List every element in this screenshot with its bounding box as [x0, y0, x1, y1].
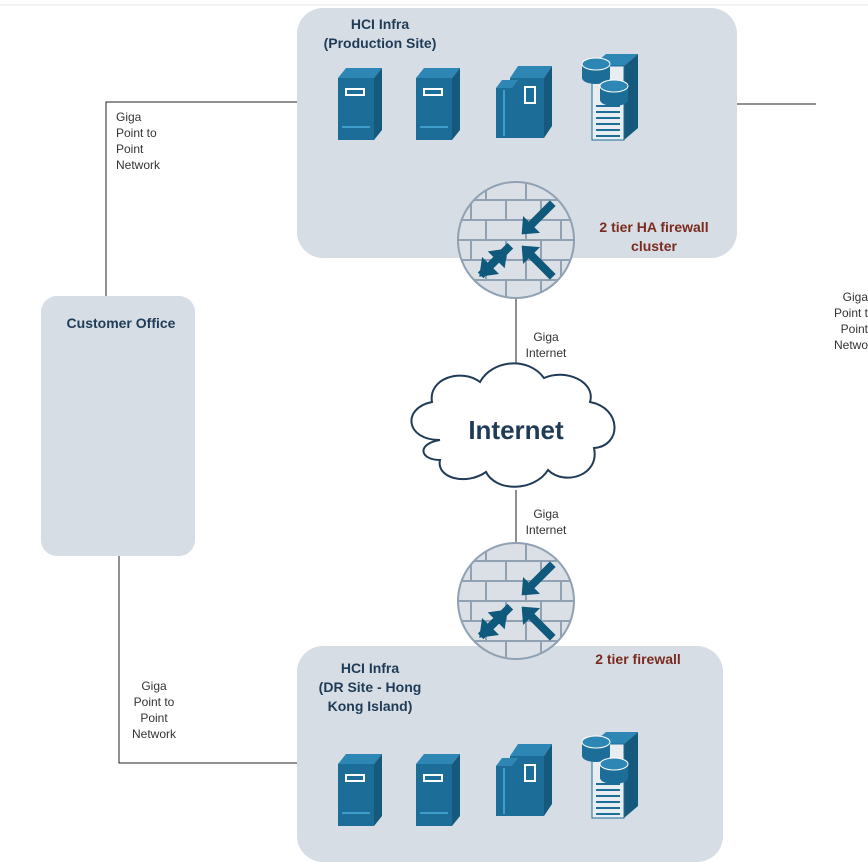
- bottom-link-label-line2: Internet: [526, 523, 567, 537]
- right-line2: Point t: [834, 306, 868, 320]
- left-top-line4: Network: [116, 158, 161, 172]
- customer-office-title: Customer Office: [67, 315, 176, 331]
- production-site: HCI Infra (Production Site) 2 tier HA fi…: [297, 8, 737, 258]
- server-tower-icon: [338, 68, 382, 140]
- server-tower-icon: [338, 754, 382, 826]
- production-title-line2: (Production Site): [324, 35, 437, 51]
- dr-site: HCI Infra (DR Site - Hong Kong Island) 2…: [297, 646, 723, 862]
- left-bottom-link-label: Giga Point to Point Network: [132, 679, 177, 741]
- left-bottom-line1: Giga: [141, 679, 167, 693]
- link-office-production: [105, 101, 297, 297]
- internet-cloud: Internet: [410, 362, 616, 488]
- production-firewall-label-line1: 2 tier HA firewall: [599, 219, 708, 235]
- dr-firewall-icon: [456, 541, 576, 661]
- top-link-label-line2: Internet: [526, 346, 567, 360]
- server-tower-icon: [416, 68, 460, 140]
- left-bottom-line3: Point: [140, 711, 168, 725]
- connection-lines: [105, 101, 816, 764]
- cloud-icon: [410, 362, 616, 488]
- customer-office: Customer Office: [41, 296, 195, 556]
- customer-office-box: [41, 296, 195, 556]
- internet-label: Internet: [468, 415, 564, 445]
- link-office-dr: [118, 556, 297, 764]
- giga-internet-labels: Giga Internet Giga Internet: [526, 330, 567, 537]
- top-link-label-line1: Giga: [533, 330, 559, 344]
- server-tower-icon: [416, 754, 460, 826]
- bottom-link-label-line1: Giga: [533, 507, 559, 521]
- production-firewall-label-line2: cluster: [631, 238, 677, 254]
- production-title-line1: HCI Infra: [351, 16, 410, 32]
- left-top-line3: Point: [116, 142, 144, 156]
- left-top-line1: Giga: [116, 110, 142, 124]
- right-line1: Giga: [843, 290, 868, 304]
- right-line4: Netwo: [834, 338, 868, 352]
- left-bottom-line4: Network: [132, 727, 177, 741]
- dr-title-line2: (DR Site - Hong: [319, 679, 422, 695]
- left-bottom-line2: Point to: [134, 695, 175, 709]
- dr-title-line1: HCI Infra: [341, 660, 400, 676]
- left-top-line2: Point to: [116, 126, 157, 140]
- dr-firewall-label: 2 tier firewall: [595, 651, 681, 667]
- right-link-label: Giga Point t Point Netwo: [834, 290, 868, 352]
- left-top-link-label: Giga Point to Point Network: [116, 110, 161, 172]
- right-line3: Point: [841, 322, 868, 336]
- dr-title-line3: Kong Island): [328, 698, 413, 714]
